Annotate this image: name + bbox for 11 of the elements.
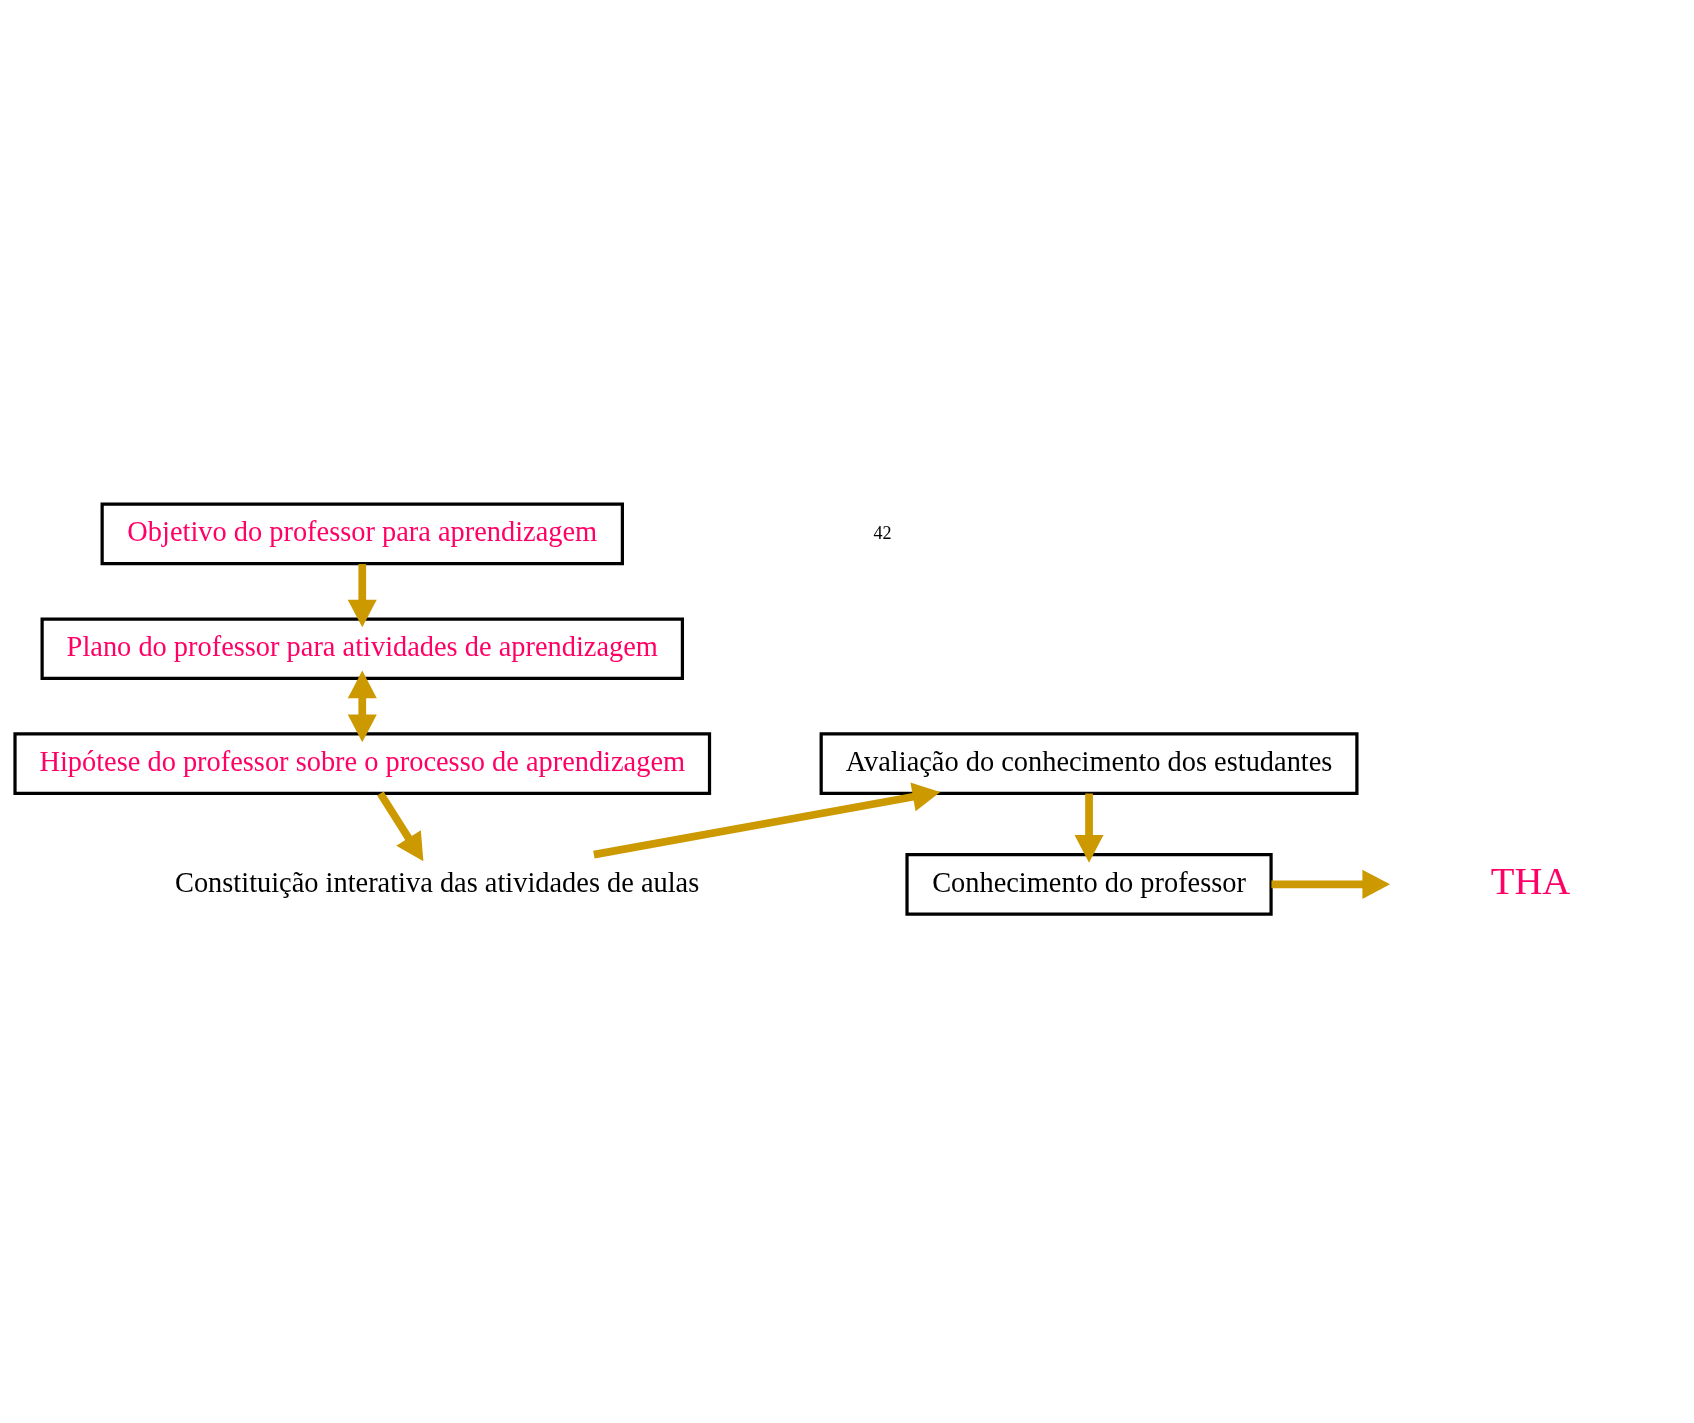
arrow: [377, 790, 424, 861]
node-text: THA: [1490, 858, 1571, 902]
node-box: Hipótese do professor sobre o processo de aprendizagem: [13, 731, 712, 795]
arrow: [347, 670, 377, 742]
node-box: Avaliação do conhecimento dos estudantes: [819, 731, 1359, 795]
node-box: Conhecimento do professor: [905, 852, 1273, 916]
arrow: [593, 782, 941, 858]
node-box: Objetivo do professor para aprendizagem: [100, 502, 624, 565]
node-text: Constituição interativa das atividades de aulas: [174, 866, 700, 898]
label: 42: [873, 522, 892, 543]
node-box: Plano do professor para atividades de aprendizagem: [40, 616, 685, 680]
